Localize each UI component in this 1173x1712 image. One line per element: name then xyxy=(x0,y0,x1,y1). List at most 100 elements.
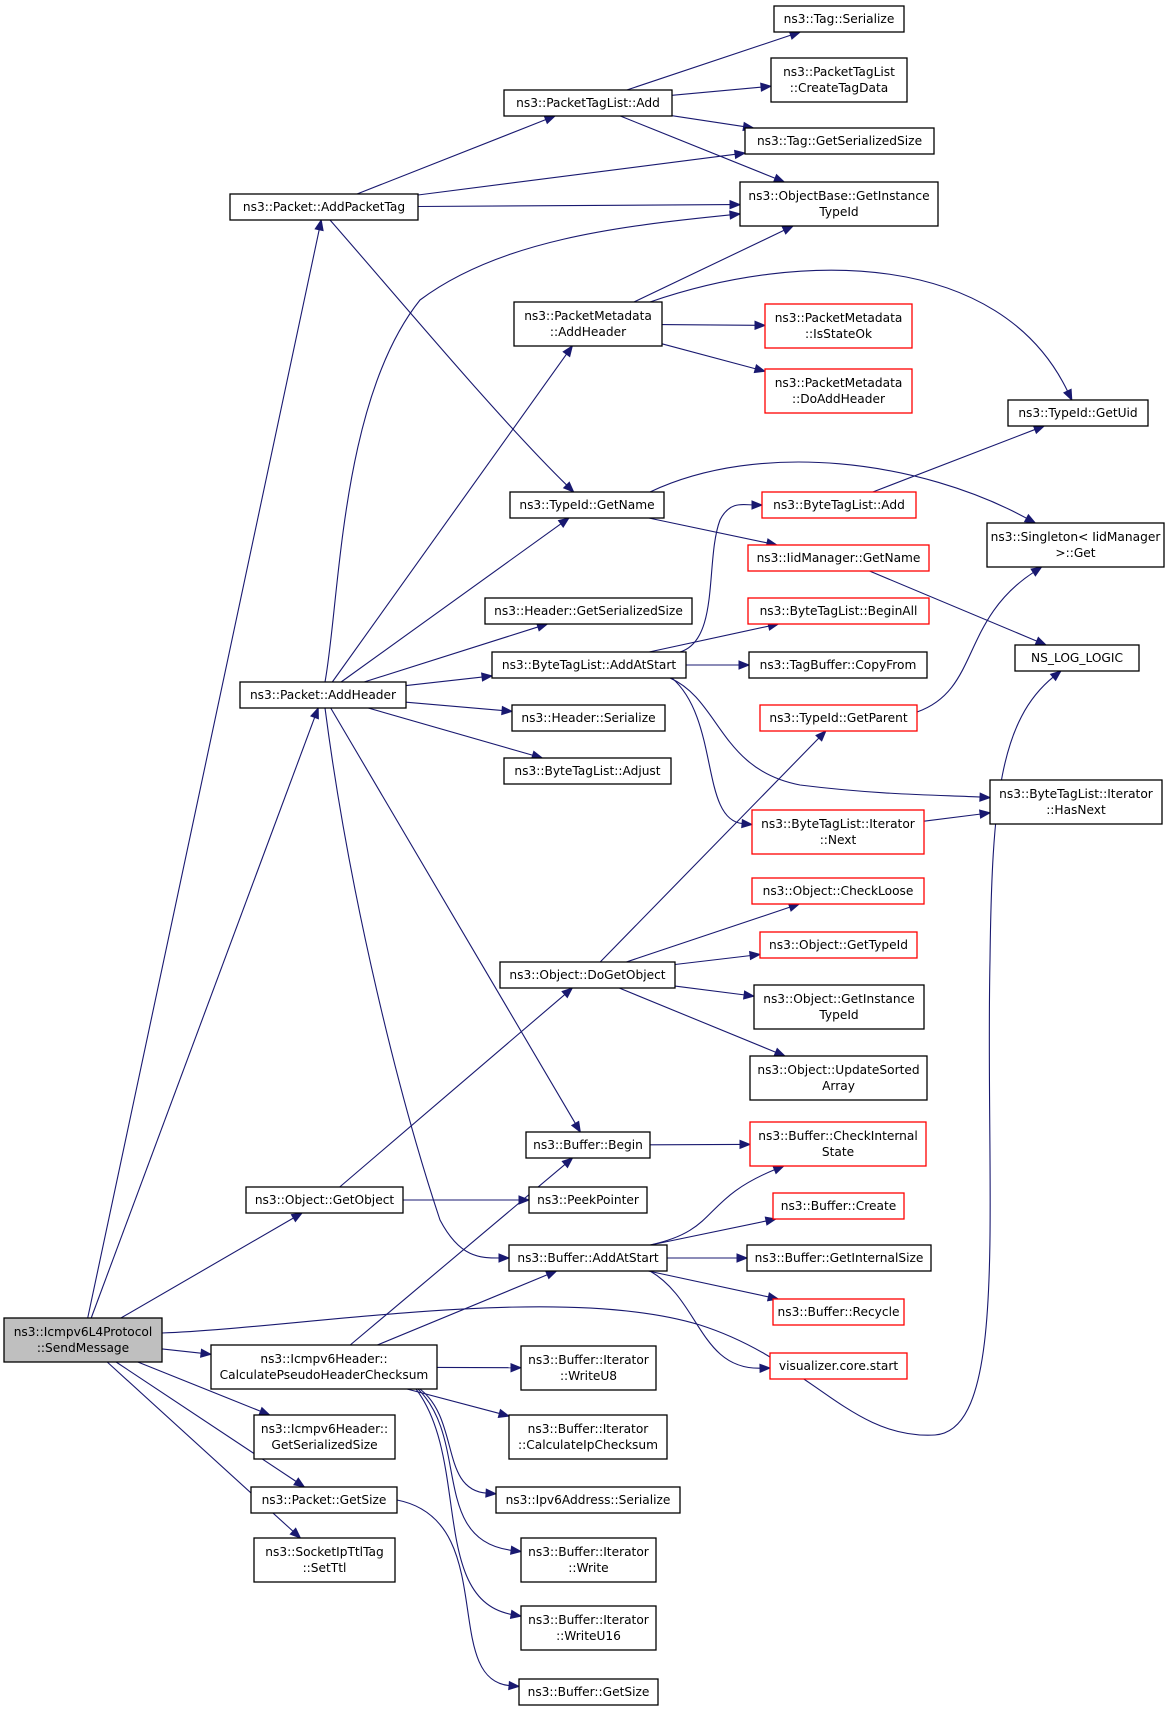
function-node-packettaglist_add[interactable]: ns3::PacketTagList::Add xyxy=(503,89,673,117)
function-node-bytetaglist_add[interactable]: ns3::ByteTagList::Add xyxy=(761,491,917,519)
node-label: ::AddHeader xyxy=(550,325,627,339)
function-node-typeid_getname[interactable]: ns3::TypeId::GetName xyxy=(509,491,665,519)
node-box xyxy=(772,1298,905,1326)
function-node-buffer_iterator_write[interactable]: ns3::Buffer::Iterator::Write xyxy=(520,1537,657,1583)
nodes-layer: ns3::Icmpv6L4Protocol::SendMessagens3::P… xyxy=(3,5,1165,1706)
function-node-bytetaglist_beginall[interactable]: ns3::ByteTagList::BeginAll xyxy=(747,597,930,625)
function-node-icmpv6header_calculatepseudoheaderchecksum[interactable]: ns3::Icmpv6Header::CalculatePseudoHeader… xyxy=(210,1344,438,1390)
function-node-object_gettypeid[interactable]: ns3::Object::GetTypeId xyxy=(759,931,918,959)
node-label: ns3::Object::UpdateSorted xyxy=(757,1063,919,1077)
function-node-ns_log_logic[interactable]: NS_LOG_LOGIC xyxy=(1014,644,1140,672)
node-box xyxy=(245,1186,404,1214)
node-label: ns3::ByteTagList::Adjust xyxy=(514,764,660,778)
function-node-buffer_iterator_calculateipchecksum[interactable]: ns3::Buffer::Iterator::CalculateIpChecks… xyxy=(508,1414,668,1460)
node-label: ns3::Object::GetObject xyxy=(255,1193,395,1207)
function-node-singleton_get[interactable]: ns3::Singleton< IidManager>::Get xyxy=(986,522,1165,568)
node-label: ns3::Buffer::GetSize xyxy=(528,1685,650,1699)
function-node-icmpv6header_getserializedsize[interactable]: ns3::Icmpv6Header::GetSerializedSize xyxy=(253,1414,396,1460)
node-box xyxy=(229,193,419,221)
function-node-typeid_getuid[interactable]: ns3::TypeId::GetUid xyxy=(1007,399,1149,427)
function-node-object_checkloose[interactable]: ns3::Object::CheckLoose xyxy=(751,877,925,905)
function-node-tag_getserializedsize[interactable]: ns3::Tag::GetSerializedSize xyxy=(744,127,935,155)
node-label: ns3::TagBuffer::CopyFrom xyxy=(760,658,917,672)
node-box xyxy=(520,1605,657,1651)
function-node-packet_getsize[interactable]: ns3::Packet::GetSize xyxy=(250,1486,398,1514)
node-box xyxy=(744,127,935,155)
function-node-root[interactable]: ns3::Icmpv6L4Protocol::SendMessage xyxy=(3,1317,163,1363)
function-node-tag_serialize[interactable]: ns3::Tag::Serialize xyxy=(773,5,905,33)
call-edge-root-to-packet_getsize xyxy=(115,1361,306,1488)
function-node-buffer_create[interactable]: ns3::Buffer::Create xyxy=(772,1192,905,1220)
call-edge-bytetaglist_addatstart-to-tagbuffer_copyfrom xyxy=(686,660,751,670)
function-node-iidmanager_getname[interactable]: ns3::IidManager::GetName xyxy=(747,544,930,572)
function-node-buffer_recycle[interactable]: ns3::Buffer::Recycle xyxy=(772,1298,905,1326)
call-edge-bytetaglist_addatstart-to-bytetaglist_beginall xyxy=(648,621,780,653)
node-label: ns3::Tag::GetSerializedSize xyxy=(757,134,922,148)
node-box xyxy=(210,1344,438,1390)
node-box xyxy=(509,491,665,519)
node-label: ns3::TypeId::GetName xyxy=(519,498,654,512)
call-edge-packet_addheader-to-header_getserializedsize xyxy=(363,622,549,683)
call-edge-packet_addheader-to-buffer_addatstart xyxy=(324,707,511,1263)
node-box xyxy=(495,1486,681,1514)
call-edge-bytetaglist_add-to-typeid_getuid xyxy=(872,425,1046,493)
node-label: ns3::Buffer::Iterator xyxy=(528,1422,650,1436)
node-label: ns3::Tag::Serialize xyxy=(784,12,895,26)
call-edge-buffer_begin-to-buffer_checkinternalstate xyxy=(649,1139,752,1150)
function-node-ipv6address_serialize[interactable]: ns3::Ipv6Address::Serialize xyxy=(495,1486,681,1514)
function-node-buffer_getsize[interactable]: ns3::Buffer::GetSize xyxy=(518,1678,659,1706)
function-node-buffer_getinternalsize[interactable]: ns3::Buffer::GetInternalSize xyxy=(746,1244,932,1272)
node-label: TypeId xyxy=(818,205,858,219)
function-node-packetmetadata_addheader[interactable]: ns3::PacketMetadata::AddHeader xyxy=(513,301,663,347)
node-label: ns3::Buffer::CheckInternal xyxy=(758,1129,918,1143)
function-node-buffer_iterator_writeu16[interactable]: ns3::Buffer::Iterator::WriteU16 xyxy=(520,1605,657,1651)
function-node-typeid_getparent[interactable]: ns3::TypeId::GetParent xyxy=(759,704,918,732)
call-edge-bytetaglist_addatstart-to-bytetaglist_add xyxy=(679,500,764,653)
call-edge-bytetaglist_addatstart-to-bytetaglist_iterator_next xyxy=(671,677,754,829)
call-edge-packet_addheader-to-bytetaglist_addatstart xyxy=(405,672,494,687)
node-box xyxy=(518,1678,659,1706)
node-label: ns3::PacketMetadata xyxy=(524,309,652,323)
function-node-packet_addpackettag[interactable]: ns3::Packet::AddPacketTag xyxy=(229,193,419,221)
function-node-packettaglist_createtagdata[interactable]: ns3::PacketTagList::CreateTagData xyxy=(770,57,908,103)
node-label: ns3::ObjectBase::GetInstance xyxy=(748,189,929,203)
function-node-bytetaglist_iterator_hasnext[interactable]: ns3::ByteTagList::Iterator::HasNext xyxy=(989,779,1163,825)
function-node-bytetaglist_iterator_next[interactable]: ns3::ByteTagList::Iterator::Next xyxy=(751,809,925,855)
node-box xyxy=(239,681,407,709)
function-node-packetmetadata_doaddheader[interactable]: ns3::PacketMetadata::DoAddHeader xyxy=(764,368,913,414)
function-node-packet_addheader[interactable]: ns3::Packet::AddHeader xyxy=(239,681,407,709)
node-label: ns3::ByteTagList::Iterator xyxy=(761,817,916,831)
call-edge-packet_addpackettag-to-tag_getserializedsize xyxy=(417,149,747,196)
function-node-visualizer_core_start[interactable]: visualizer.core.start xyxy=(769,1352,908,1380)
function-node-object_dogetobject[interactable]: ns3::Object::DoGetObject xyxy=(499,961,676,989)
function-node-buffer_iterator_writeu8[interactable]: ns3::Buffer::Iterator::WriteU8 xyxy=(520,1345,657,1391)
function-node-bytetaglist_adjust[interactable]: ns3::ByteTagList::Adjust xyxy=(503,757,672,785)
function-node-packetmetadata_isstateok[interactable]: ns3::PacketMetadata::IsStateOk xyxy=(764,303,913,349)
function-node-header_serialize[interactable]: ns3::Header::Serialize xyxy=(511,704,666,732)
node-box xyxy=(508,1244,668,1272)
function-node-peekpointer[interactable]: ns3::PeekPointer xyxy=(528,1186,648,1214)
call-edge-icmpv6header_calculatepseudoheaderchecksum-to-buffer_iterator_writeu16 xyxy=(415,1388,523,1619)
call-edge-packetmetadata_addheader-to-typeid_getuid xyxy=(649,269,1073,402)
function-node-buffer_begin[interactable]: ns3::Buffer::Begin xyxy=(525,1131,651,1159)
function-node-socketipttltag_setttl[interactable]: ns3::SocketIpTtlTag::SetTtl xyxy=(253,1537,396,1583)
node-box xyxy=(747,544,930,572)
node-box xyxy=(759,931,918,959)
function-node-header_getserializedsize[interactable]: ns3::Header::GetSerializedSize xyxy=(484,597,693,625)
node-label: ns3::Buffer::Iterator xyxy=(528,1545,650,1559)
call-edge-packet_addheader-to-header_serialize xyxy=(405,701,514,716)
node-label: ::Write xyxy=(568,1561,608,1575)
function-node-tagbuffer_copyfrom[interactable]: ns3::TagBuffer::CopyFrom xyxy=(748,651,928,679)
node-label: ::WriteU16 xyxy=(556,1629,621,1643)
function-node-bytetaglist_addatstart[interactable]: ns3::ByteTagList::AddAtStart xyxy=(491,651,687,679)
function-node-buffer_addatstart[interactable]: ns3::Buffer::AddAtStart xyxy=(508,1244,668,1272)
node-box xyxy=(739,181,939,227)
call-edge-packet_getsize-to-buffer_getsize xyxy=(396,1499,521,1691)
node-box xyxy=(508,1414,668,1460)
node-label: ::WriteU8 xyxy=(560,1369,617,1383)
function-node-object_getobject[interactable]: ns3::Object::GetObject xyxy=(245,1186,404,1214)
